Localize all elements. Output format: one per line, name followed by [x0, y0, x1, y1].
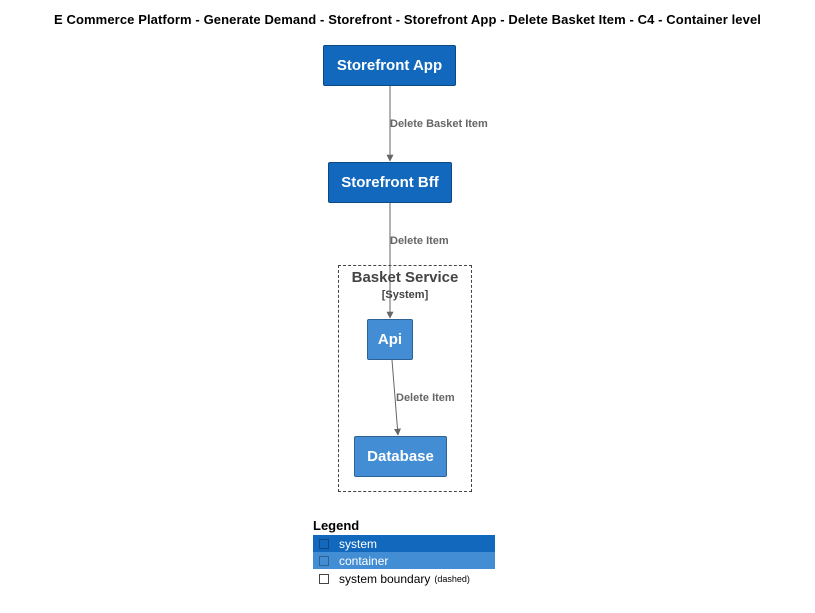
legend-item-system: system — [313, 535, 495, 552]
legend-swatch-boundary — [319, 573, 329, 584]
legend-label-system: system — [339, 536, 378, 551]
system-boundary-basket-service — [338, 265, 472, 492]
node-api[interactable]: Api — [367, 319, 413, 360]
legend-sub-boundary: (dashed) — [434, 573, 470, 584]
node-database[interactable]: Database — [354, 436, 447, 477]
legend-label-container: container — [339, 553, 389, 568]
legend-label-boundary: system boundary — [339, 571, 431, 586]
legend-item-boundary: system boundary (dashed) — [313, 570, 495, 587]
edge-label-api-to-db: Delete Item — [396, 392, 455, 404]
legend-item-container: container — [313, 552, 495, 569]
boundary-title: Basket Service — [351, 269, 459, 286]
legend-swatch-system — [319, 538, 329, 549]
legend-swatch-container — [319, 555, 329, 566]
legend-title: Legend — [313, 518, 360, 533]
boundary-type: [System] — [381, 289, 429, 301]
node-storefront-bff[interactable]: Storefront Bff — [328, 162, 452, 203]
edge-label-app-to-bff: Delete Basket Item — [390, 118, 488, 130]
edge-api-to-db — [391, 359, 401, 436]
diagram-title: E Commerce Platform - Generate Demand - … — [54, 12, 761, 27]
edge-label-bff-to-api: Delete Item — [390, 235, 449, 247]
node-storefront-app[interactable]: Storefront App — [323, 45, 456, 86]
